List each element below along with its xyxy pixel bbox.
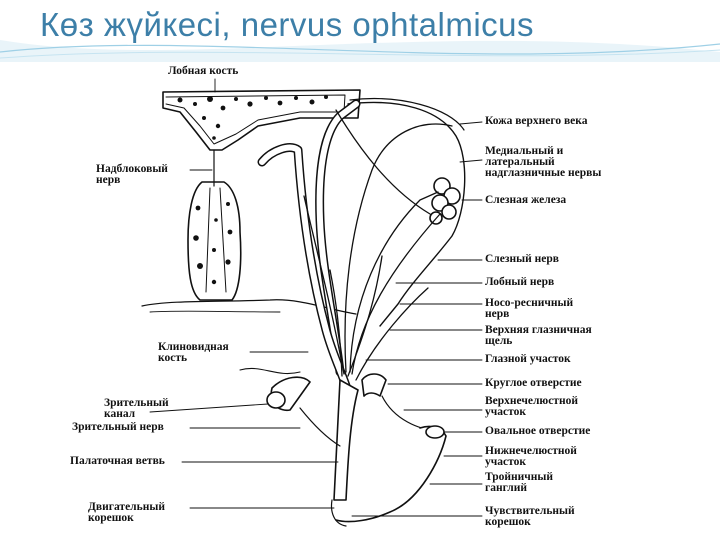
label-lacrimal-nerve: Слезный нерв xyxy=(485,253,559,265)
label-supraorbital-nerves: Медиальный и латеральный надглазничные н… xyxy=(485,145,602,179)
label-ophthalmic-part: Глазной участок xyxy=(485,353,571,365)
label-motor-root: Двигательный корешок xyxy=(88,501,165,524)
label-optic-canal: Зрительный канал xyxy=(104,397,169,420)
label-maxillary-part: Верхнечелюстной участок xyxy=(485,395,578,418)
label-sensory-root: Чувствительный корешок xyxy=(485,505,575,528)
title-wave-decoration xyxy=(0,40,720,62)
label-supratrochlear-nerve: Надблоковый нерв xyxy=(96,163,168,186)
label-upper-lid-skin: Кожа верхнего века xyxy=(485,115,588,127)
page-title: Көз жүйкесі, nervus ophtalmicus xyxy=(40,6,535,43)
optic-canal-drawing xyxy=(266,376,341,447)
label-optic-nerve: Зрительный нерв xyxy=(72,421,164,433)
frontal-bone-texture xyxy=(177,95,328,140)
upper-eyelid xyxy=(349,98,465,131)
label-lacrimal-gland: Слезная железа xyxy=(485,194,567,206)
lacrimal-gland-drawing xyxy=(429,177,461,225)
label-sphenoid-bone: Клиновидная кость xyxy=(158,341,229,364)
label-trigeminal-ganglion: Тройничный ганглий xyxy=(485,471,553,494)
orbit-outline xyxy=(347,101,466,327)
label-mandibular-part: Нижнечелюстной участок xyxy=(485,445,577,468)
label-palatine-branch: Палаточная ветвь xyxy=(70,455,165,467)
label-nasociliary-nerve: Носо-ресничный нерв xyxy=(485,297,574,320)
label-frontal-nerve: Лобный нерв xyxy=(485,276,555,288)
leader-lines xyxy=(149,78,483,517)
frontal-bone-drawing xyxy=(162,89,361,151)
ethmoid-texture xyxy=(193,202,233,285)
label-frontal-bone: Лобная кость xyxy=(168,65,239,77)
trigeminal-ganglion-drawing xyxy=(330,373,447,527)
ethmoid-drawing xyxy=(187,181,242,301)
nerve-branches xyxy=(303,109,453,381)
label-foramen-rotundum: Круглое отверстие xyxy=(485,377,582,389)
label-foramen-ovale: Овальное отверстие xyxy=(485,425,591,437)
label-superior-orbital-fissure: Верхняя глазничная щель xyxy=(485,324,592,347)
